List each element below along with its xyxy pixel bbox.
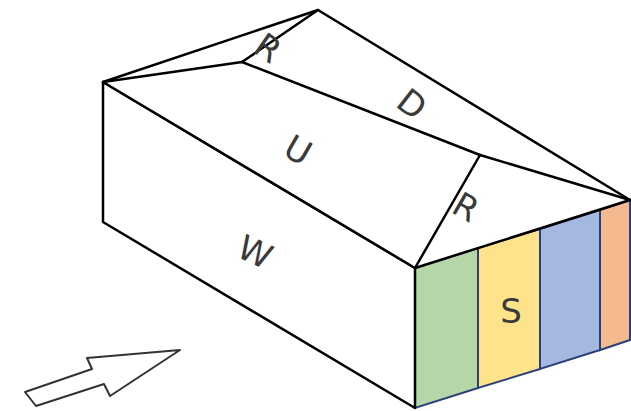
blue-band (540, 210, 600, 369)
green-band (415, 248, 478, 408)
roof-outline (103, 10, 630, 268)
orange-band (600, 200, 630, 350)
band-letter: S (500, 294, 522, 328)
yellow-band (478, 229, 540, 388)
direction-arrow (25, 350, 180, 406)
roof-lines (103, 10, 630, 268)
